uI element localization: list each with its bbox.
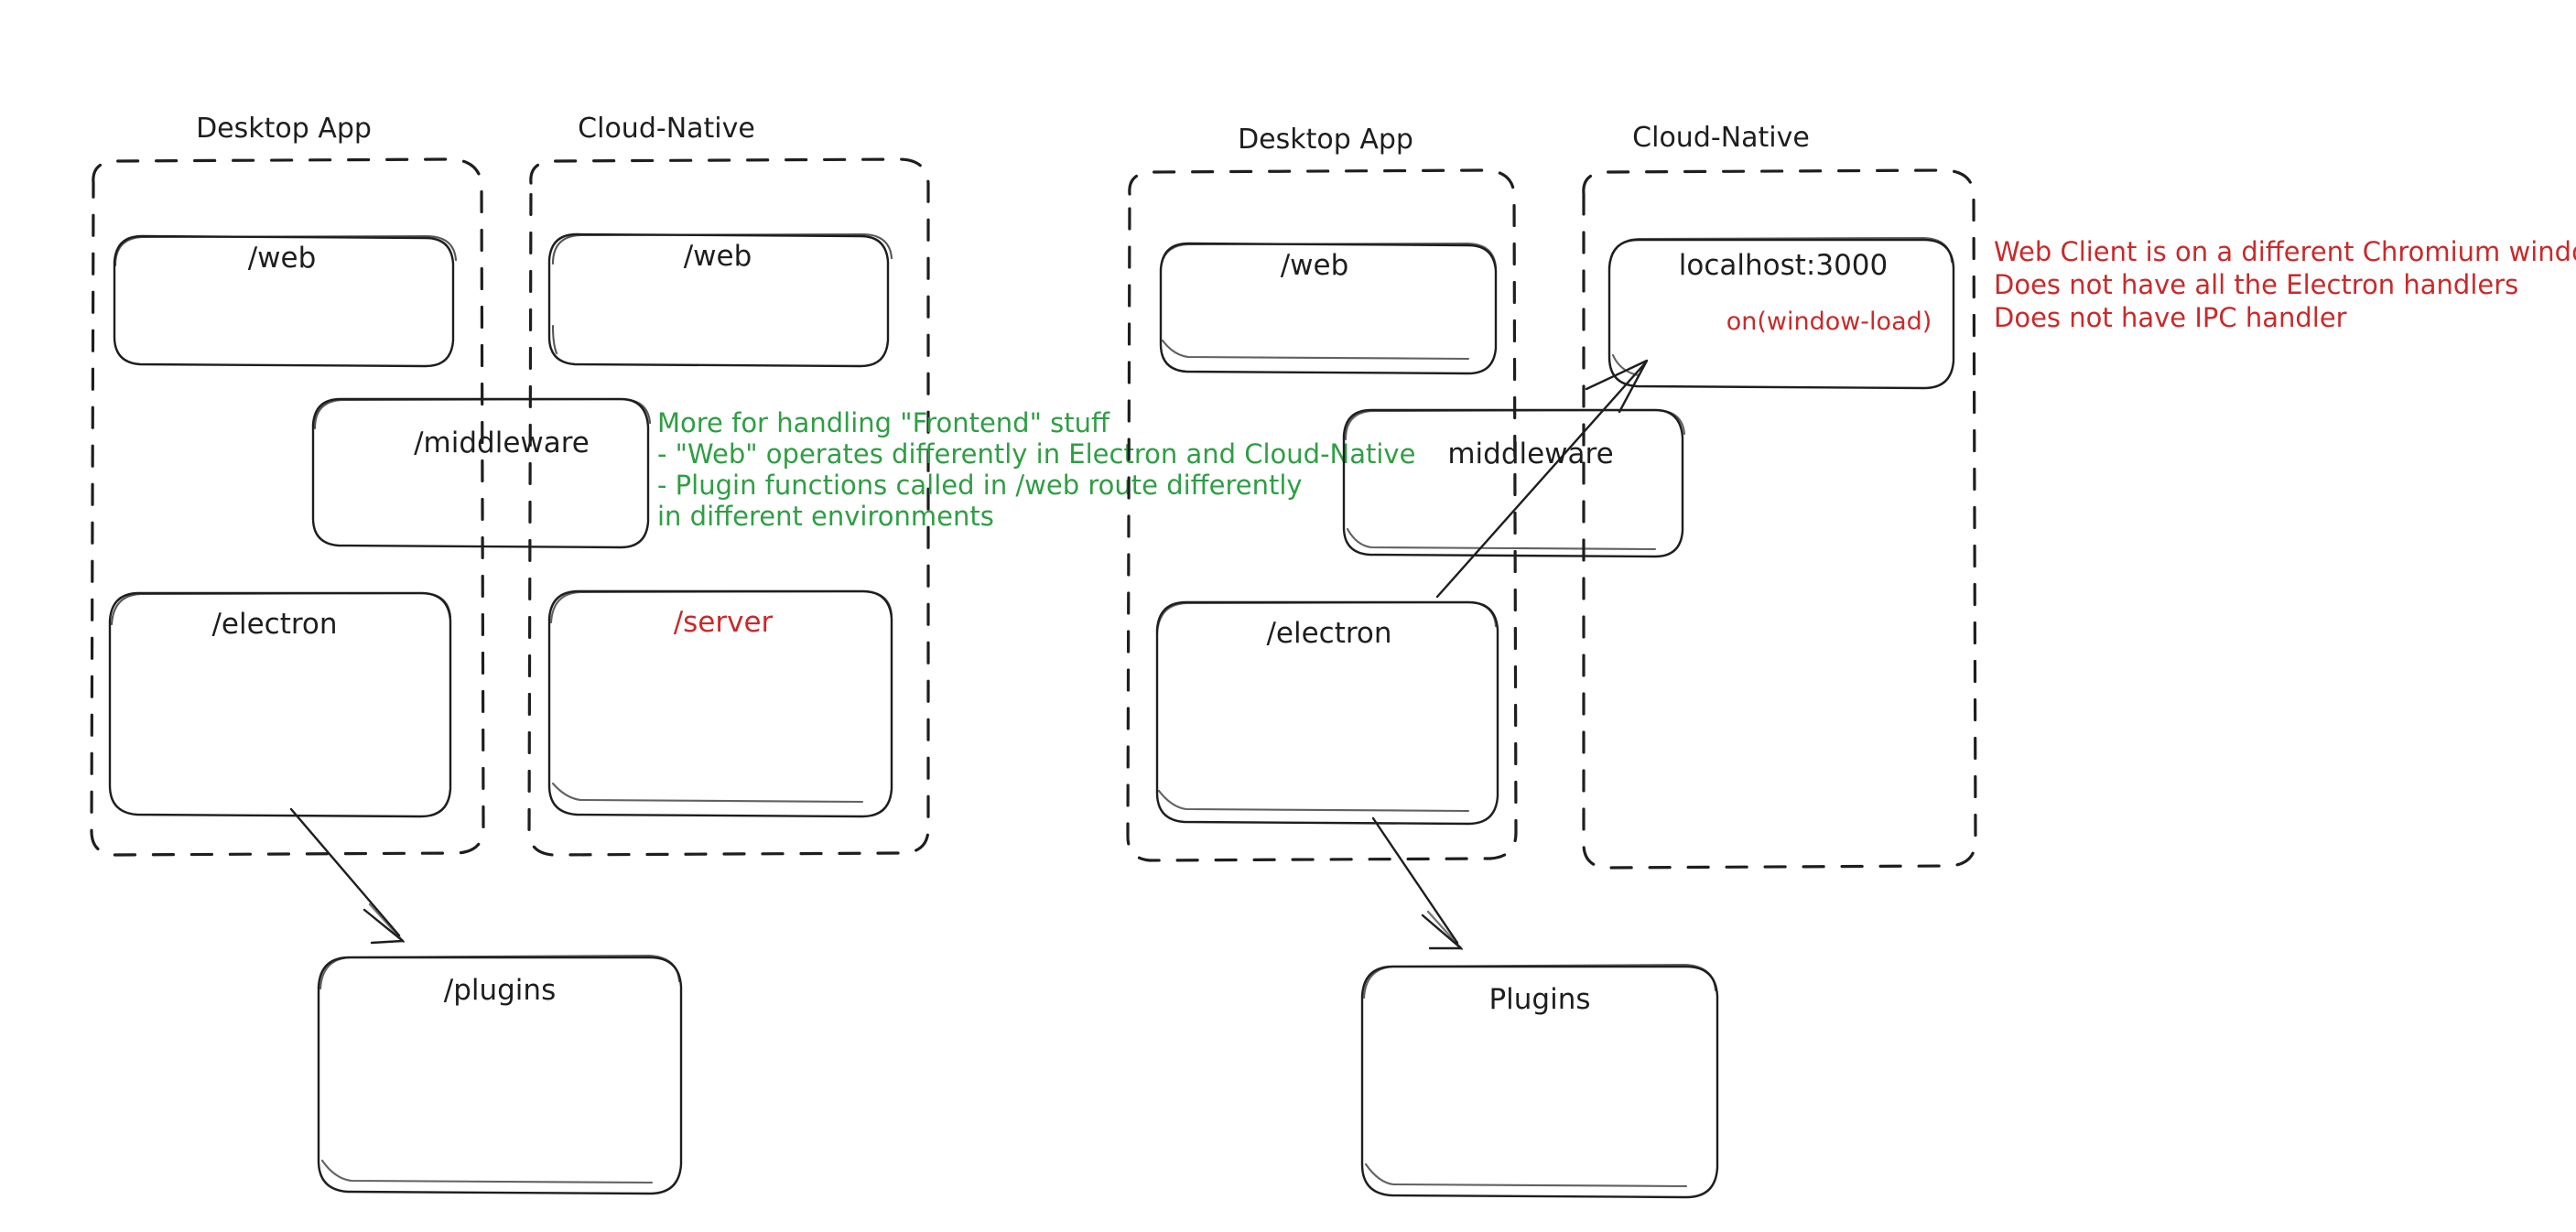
right-electron-label: /electron: [1266, 617, 1391, 650]
left-cloud-web-box-sketch: [551, 232, 893, 355]
left-middleware-label: /middleware: [414, 427, 590, 459]
left-desktop-app-label: Desktop App: [196, 113, 372, 145]
right-desktop-app-label: Desktop App: [1238, 124, 1413, 156]
red-note-line-2: Does not have all the Electron handlers: [1994, 269, 2518, 300]
left-desktop-web-label: /web: [248, 242, 317, 275]
left-cloud-native-dashed-border: [527, 157, 930, 857]
left-desktop-web-box-sketch: [114, 234, 458, 267]
right-node-middleware[interactable]: middleware: [1342, 408, 1686, 558]
left-node-desktop-web[interactable]: /web: [113, 234, 458, 368]
right-node-electron[interactable]: /electron: [1155, 600, 1499, 826]
right-desktop-web-label: /web: [1281, 249, 1349, 282]
left-node-server[interactable]: /server: [547, 589, 893, 818]
left-desktop-web-box: [113, 234, 455, 368]
left-cloud-web-box: [547, 232, 890, 368]
left-group-desktop-app[interactable]: Desktop App: [90, 113, 485, 857]
left-plugins-label: /plugins: [444, 974, 556, 1007]
right-middleware-label: middleware: [1447, 438, 1613, 470]
right-middleware-box: [1342, 408, 1684, 558]
left-server-label: /server: [674, 606, 774, 639]
green-note-line-1: More for handling "Frontend" stuff: [657, 407, 1110, 438]
right-plugins-label: Plugins: [1488, 983, 1590, 1016]
left-middleware-box: [311, 397, 650, 549]
left-node-cloud-web[interactable]: /web: [547, 232, 893, 368]
red-note: Web Client is on a different Chromium wi…: [1994, 236, 2576, 333]
red-note-line-3: Does not have IPC handler: [1994, 302, 2347, 333]
left-electron-box-sketch: [110, 591, 452, 626]
red-note-line-1: Web Client is on a different Chromium wi…: [1994, 236, 2576, 267]
left-plugins-box-sketch: [319, 954, 681, 1184]
right-node-localhost[interactable]: localhost:3000 on(window-load): [1607, 236, 1955, 390]
right-node-desktop-web[interactable]: /web: [1159, 242, 1498, 375]
green-note-line-2: - "Web" operates differently in Electron…: [657, 438, 1415, 470]
right-electron-box-sketch: [1155, 600, 1498, 813]
left-group-cloud-native[interactable]: Cloud-Native: [527, 113, 930, 857]
left-node-electron[interactable]: /electron: [108, 591, 452, 818]
left-arrow-electron-to-plugins: [289, 807, 406, 945]
right-middleware-box-sketch: [1344, 408, 1686, 551]
green-note: More for handling "Frontend" stuff - "We…: [657, 407, 1415, 532]
right-node-plugins[interactable]: Plugins: [1360, 963, 1719, 1199]
left-cloud-web-label: /web: [684, 240, 752, 273]
right-localhost-label: localhost:3000: [1679, 249, 1889, 282]
green-note-line-3: - Plugin functions called in /web route …: [657, 470, 1303, 501]
left-electron-label: /electron: [211, 608, 337, 641]
left-middleware-box-sketch: [313, 397, 652, 430]
right-plugins-box-sketch: [1362, 963, 1717, 1188]
left-node-middleware[interactable]: /middleware: [311, 397, 652, 549]
right-desktop-web-box-sketch: [1159, 242, 1498, 361]
green-note-line-4: in different environments: [657, 501, 994, 532]
right-cloud-native-dashed-border: [1582, 168, 1977, 870]
right-desktop-app-dashed-border: [1126, 168, 1518, 862]
right-group-cloud-native[interactable]: Cloud-Native: [1582, 122, 1977, 870]
right-arrow-electron-to-localhost: [1435, 359, 1649, 599]
right-group-desktop-app[interactable]: Desktop App: [1126, 124, 1518, 862]
right-cloud-native-label: Cloud-Native: [1632, 122, 1810, 154]
left-cloud-native-label: Cloud-Native: [578, 113, 755, 145]
right-arrow-electron-to-plugins: [1371, 816, 1464, 951]
right-localhost-sublabel: on(window-load): [1726, 308, 1932, 336]
left-server-box-sketch: [549, 589, 893, 804]
left-desktop-app-dashed-border: [90, 157, 485, 857]
left-node-plugins[interactable]: /plugins: [317, 954, 683, 1195]
